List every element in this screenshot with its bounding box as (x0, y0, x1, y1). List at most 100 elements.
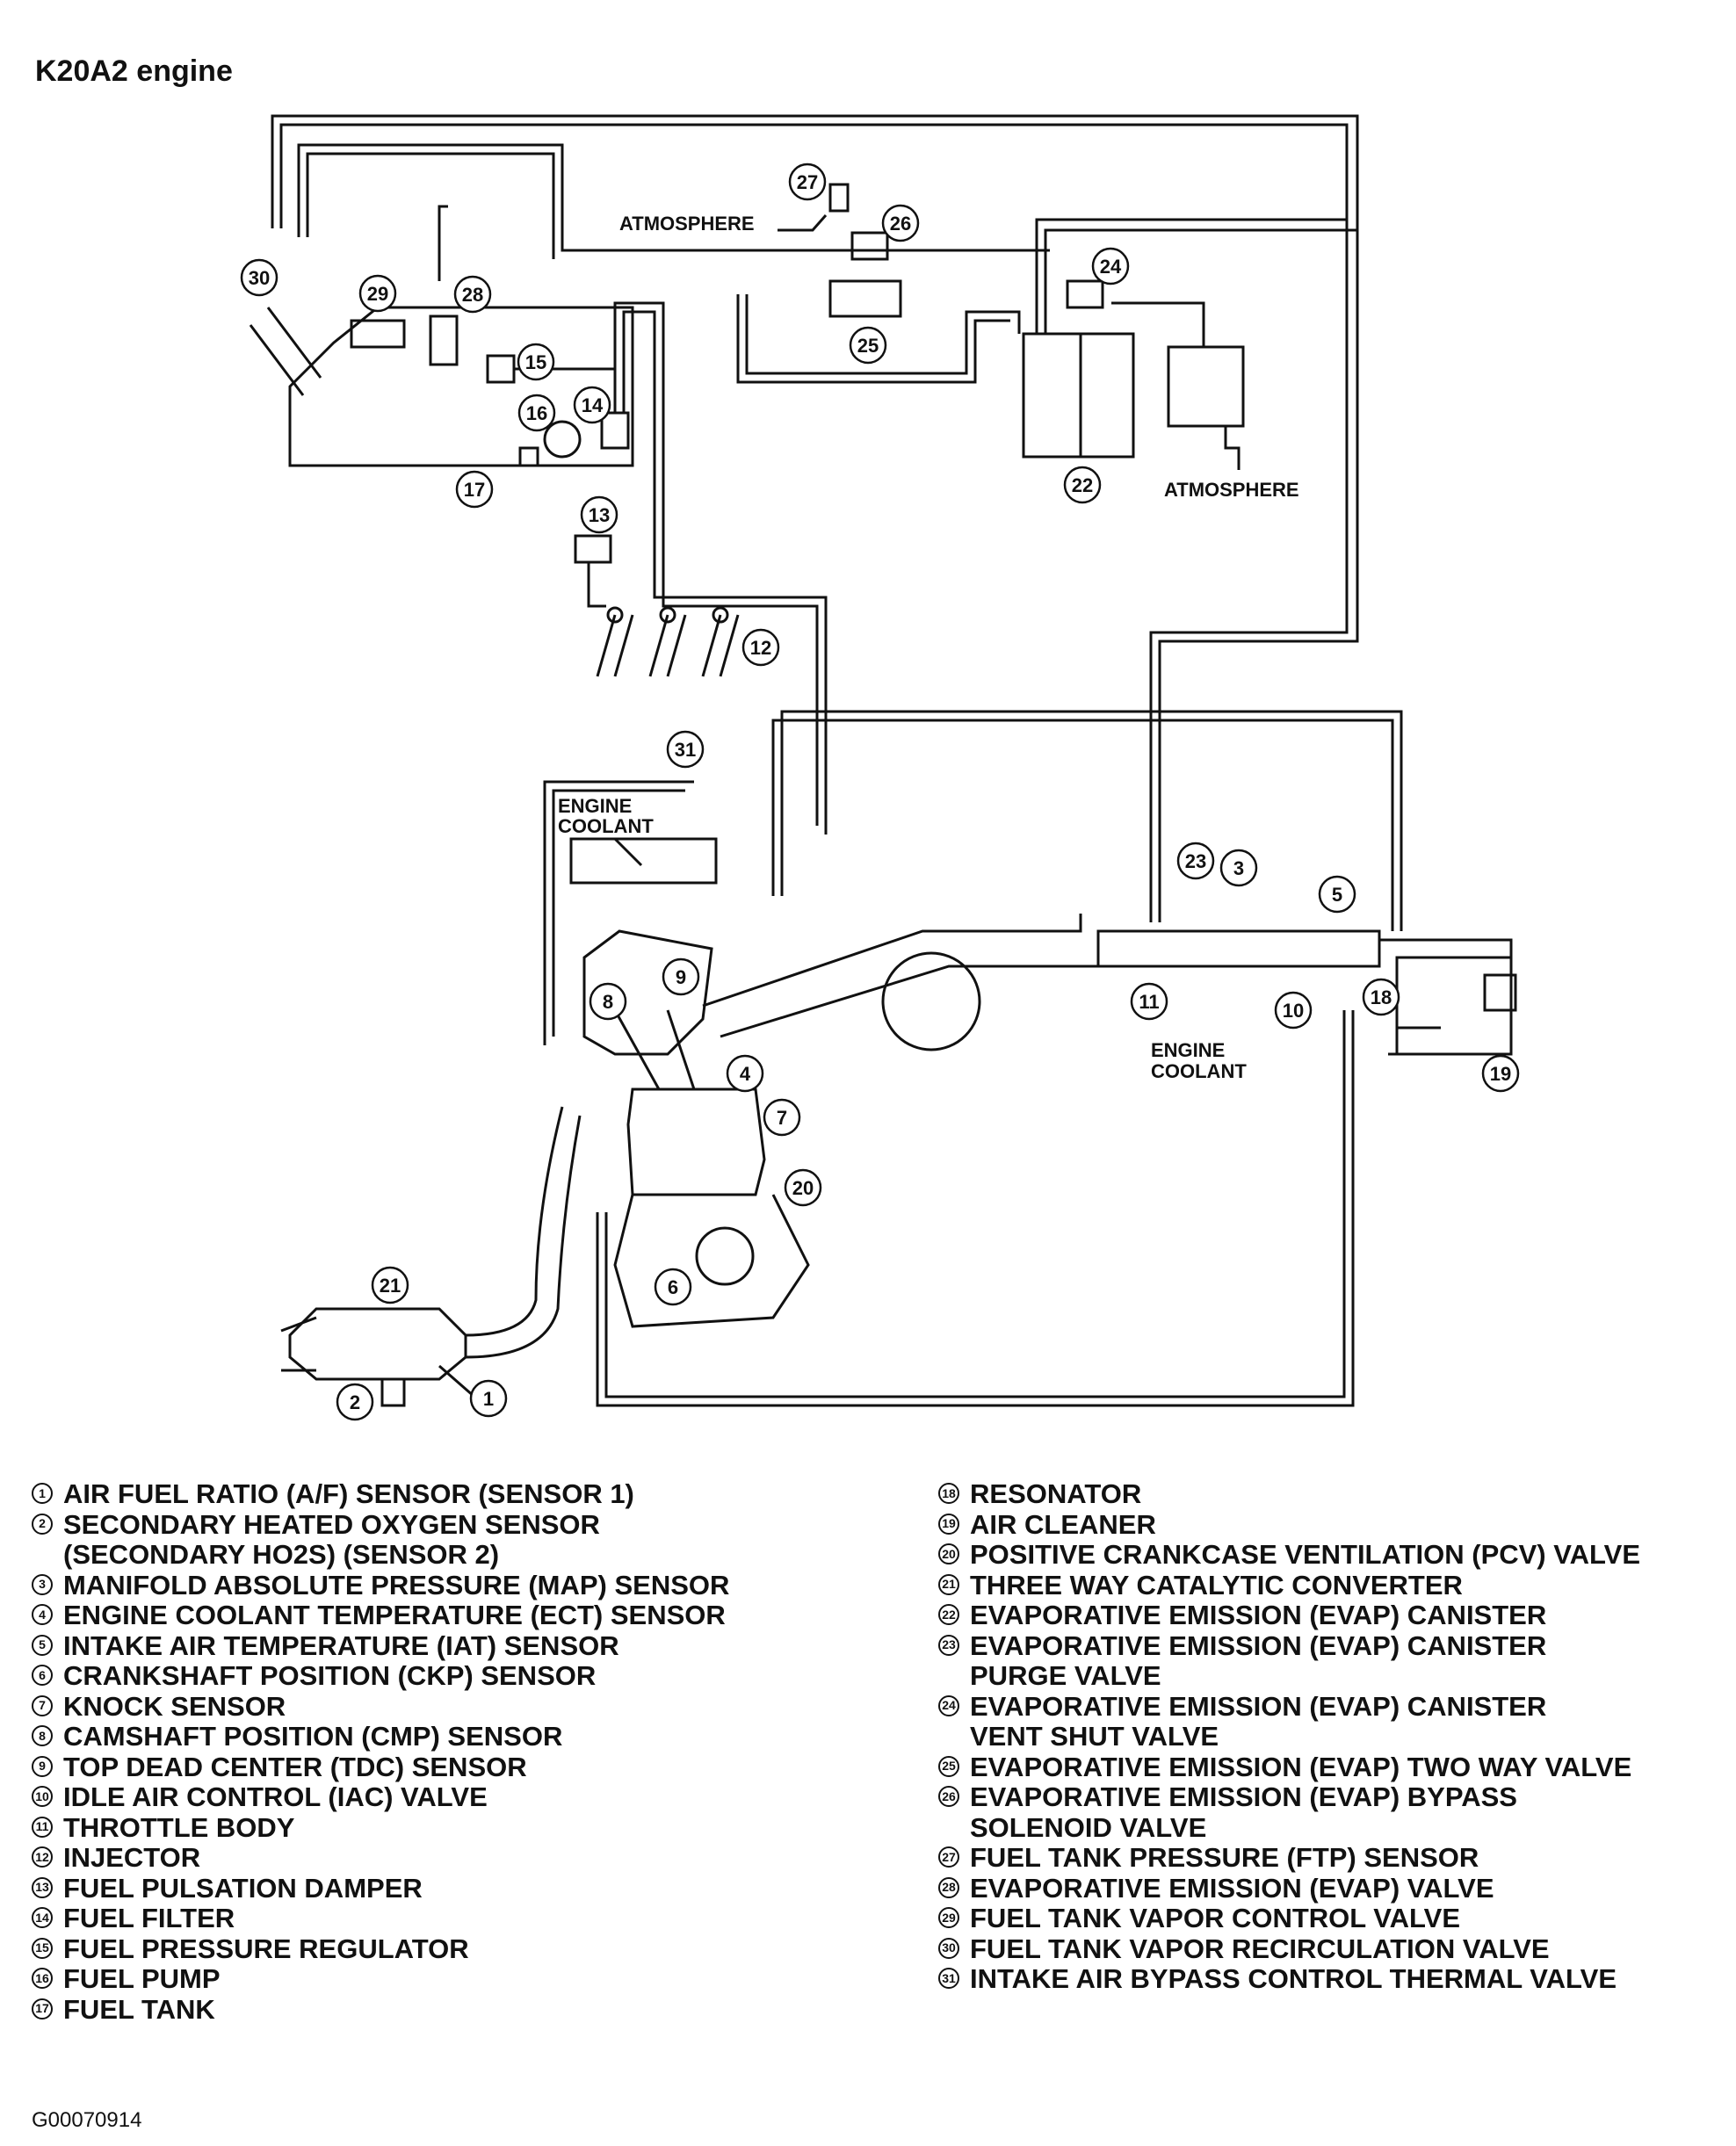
tank-sender (518, 446, 539, 467)
legend-number: 4 (32, 1604, 53, 1625)
vapor-line-inner (297, 143, 1050, 252)
legend-text: POSITIVE CRANKCASE VENTILATION (PCV) VAL… (970, 1539, 1640, 1570)
callout-3: 3 (1219, 849, 1258, 887)
pulsation-damper-body (574, 534, 612, 564)
legend-text: FUEL TANK (63, 1993, 215, 2025)
legend-item: 9 TOP DEAD CENTER (TDC) SENSOR (32, 1752, 919, 1783)
callout-11: 11 (1130, 982, 1168, 1021)
crankcase (613, 1194, 810, 1328)
callout-number: 3 (1233, 857, 1244, 879)
legend-text: AIR FUEL RATIO (A/F) SENSOR (SENSOR 1) (63, 1478, 634, 1509)
purge-line (1158, 230, 1359, 922)
legend-number: 13 (32, 1876, 53, 1898)
crank-wheel (695, 1226, 755, 1286)
legend-number: 30 (938, 1937, 959, 1959)
atmosphere-label-right: ATMOSPHERE (1164, 479, 1299, 501)
legend-number: 23 (938, 1634, 959, 1656)
legend-text: EVAPORATIVE EMISSION (EVAP) TWO WAY VALV… (970, 1751, 1632, 1782)
legend-item: 30 FUEL TANK VAPOR RECIRCULATION VALVE (938, 1933, 1729, 1965)
callout-number: 26 (890, 213, 911, 235)
legend-text: EVAPORATIVE EMISSION (EVAP) CANISTER (970, 1600, 1547, 1630)
legend-number: 6 (32, 1665, 53, 1686)
atmosphere-line-top (778, 214, 828, 232)
legend-number: 16 (32, 1968, 53, 1989)
two-way-valve-loop (745, 294, 1021, 375)
lower-pcv-loop (596, 1010, 1355, 1407)
plenum (881, 951, 981, 1051)
throttle-body-outline (1096, 929, 1381, 968)
ftp-sensor-body (828, 183, 850, 213)
callout-5: 5 (1318, 875, 1356, 914)
legend-number: 8 (32, 1725, 53, 1746)
legend-text: ENGINE COOLANT TEMPERATURE (ECT) SENSOR (63, 1600, 726, 1630)
legend-number: 19 (938, 1513, 959, 1535)
callout-number: 22 (1072, 474, 1093, 496)
legend-number: 17 (32, 1998, 53, 2020)
legend-text: THROTTLE BODY (63, 1811, 295, 1843)
callout-number: 19 (1490, 1063, 1511, 1085)
legend-number: 28 (938, 1876, 959, 1898)
legend-text: AIR CLEANER (970, 1508, 1156, 1540)
legend-text: FUEL TANK VAPOR CONTROL VALVE (970, 1903, 1461, 1933)
vapor-line-outer (271, 114, 1359, 334)
vapor-line-outer-2 (279, 123, 1349, 334)
vapor-line-tank-28 (438, 205, 448, 281)
callout-number: 8 (603, 991, 613, 1013)
legend-text: MANIFOLD ABSOLUTE PRESSURE (MAP) SENSOR (63, 1569, 730, 1600)
callout-number: 16 (526, 402, 547, 424)
legend-text: CRANKSHAFT POSITION (CKP) SENSOR (63, 1660, 597, 1691)
callout-31: 31 (666, 730, 705, 769)
callout-22: 22 (1063, 466, 1102, 504)
legend-text: KNOCK SENSOR (63, 1690, 286, 1722)
legend-number: 7 (32, 1694, 53, 1716)
fuel-feed-line (613, 301, 819, 826)
legend-text: THREE WAY CATALYTIC CONVERTER (970, 1569, 1463, 1600)
callout-number: 17 (464, 479, 485, 501)
two-way-valve-body (828, 279, 902, 318)
tailpipe (280, 1316, 317, 1372)
legend-number: 21 (938, 1573, 959, 1595)
legend-text: INTAKE AIR BYPASS CONTROL THERMAL VALVE (970, 1963, 1617, 1994)
catalytic-converter (288, 1307, 467, 1381)
callout-number: 21 (380, 1275, 401, 1297)
legend-number: 14 (32, 1907, 53, 1928)
callout-number: 1 (483, 1388, 494, 1410)
legend-text: INTAKE AIR TEMPERATURE (IAT) SENSOR (63, 1629, 619, 1661)
legend-number: 5 (32, 1634, 53, 1656)
exhaust-pipe (465, 1106, 564, 1337)
legend-text: EVAPORATIVE EMISSION (EVAP) CANISTER VEN… (970, 1690, 1547, 1752)
callout-30: 30 (240, 258, 278, 297)
page-title: K20A2 engine (35, 54, 233, 88)
legend-item: 28 EVAPORATIVE EMISSION (EVAP) VALVE (938, 1872, 1729, 1904)
legend-number: 9 (32, 1755, 53, 1777)
callout-18: 18 (1362, 978, 1400, 1016)
callout-24: 24 (1091, 247, 1130, 285)
callout-number: 15 (525, 351, 546, 373)
legend-text: EVAPORATIVE EMISSION (EVAP) VALVE (970, 1872, 1494, 1904)
callout-number: 23 (1185, 850, 1206, 872)
callout-20: 20 (784, 1168, 822, 1207)
callout-1: 1 (469, 1379, 508, 1418)
legend-item: 6 CRANKSHAFT POSITION (CKP) SENSOR (32, 1660, 919, 1692)
legend-text: TOP DEAD CENTER (TDC) SENSOR (63, 1751, 527, 1782)
callout-2: 2 (336, 1383, 374, 1421)
callout-16: 16 (517, 394, 556, 432)
legend-item: 4 ENGINE COOLANT TEMPERATURE (ECT) SENSOR (32, 1600, 919, 1631)
callout-17: 17 (455, 470, 494, 509)
callout-number: 7 (777, 1107, 787, 1129)
callout-number: 14 (582, 394, 604, 416)
callout-number: 10 (1283, 1000, 1304, 1022)
two-way-valve-loop-2 (736, 294, 1010, 384)
legend-text: FUEL TANK VAPOR RECIRCULATION VALVE (970, 1933, 1550, 1964)
callout-number: 18 (1371, 986, 1392, 1008)
callout-number: 24 (1100, 256, 1122, 278)
engine-coolant-label-1b: COOLANT (558, 815, 654, 837)
thermal-valve-loop-2 (543, 780, 694, 1045)
